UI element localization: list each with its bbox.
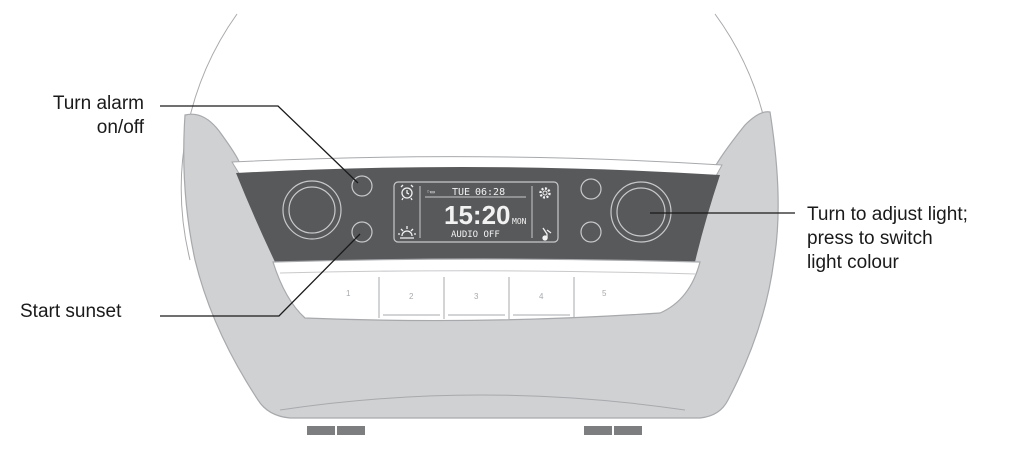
preset-tray <box>272 258 701 322</box>
preset-3[interactable]: 3 <box>474 292 479 301</box>
base-seam <box>279 394 686 411</box>
preset-4[interactable]: 4 <box>539 292 544 301</box>
sunset-button[interactable] <box>351 221 373 243</box>
alarm-time: 06:28 <box>475 187 505 198</box>
right-top-button[interactable] <box>580 178 602 200</box>
lcd-display: ◦▭ TUE 06:28 15:20 MON AUDIO OFF <box>393 181 559 243</box>
callout-light-line-2: press to switch <box>807 228 933 249</box>
right-bottom-button[interactable] <box>580 221 602 243</box>
sunset-icon <box>398 226 416 239</box>
callout-alarm-line-2: on/off <box>96 117 144 138</box>
callout-light-line-3: light colour <box>807 252 899 273</box>
alarm-clock-icon <box>400 184 414 201</box>
clock-day: MON <box>512 217 527 226</box>
preset-5[interactable]: 5 <box>602 289 607 298</box>
callout-light-knob: Turn to adjust light; press to switch li… <box>807 203 968 275</box>
callout-alarm-line-1: Turn alarm <box>52 93 144 114</box>
preset-1[interactable]: 1 <box>346 289 351 298</box>
preset-2[interactable]: 2 <box>409 292 414 301</box>
music-note-icon <box>542 227 552 241</box>
audio-status: AUDIO OFF <box>451 230 500 240</box>
feet <box>307 426 642 435</box>
settings-gear-icon <box>539 187 551 199</box>
clock-time: 15:20 <box>444 200 511 230</box>
light-knob[interactable] <box>610 181 672 243</box>
callout-sunset: Start sunset <box>20 300 121 324</box>
radio-alarm-icon: ◦▭ <box>426 188 434 196</box>
callout-sunset-line-1: Start sunset <box>20 301 122 322</box>
alarm-button[interactable] <box>351 175 373 197</box>
alarm-day: TUE <box>452 187 470 198</box>
callout-alarm: Turn alarm on/off <box>30 92 144 140</box>
left-knob[interactable] <box>282 180 342 240</box>
callout-light-line-1: Turn to adjust light; <box>807 204 968 225</box>
preset-dividers <box>378 277 575 319</box>
leader-lines <box>160 105 795 317</box>
